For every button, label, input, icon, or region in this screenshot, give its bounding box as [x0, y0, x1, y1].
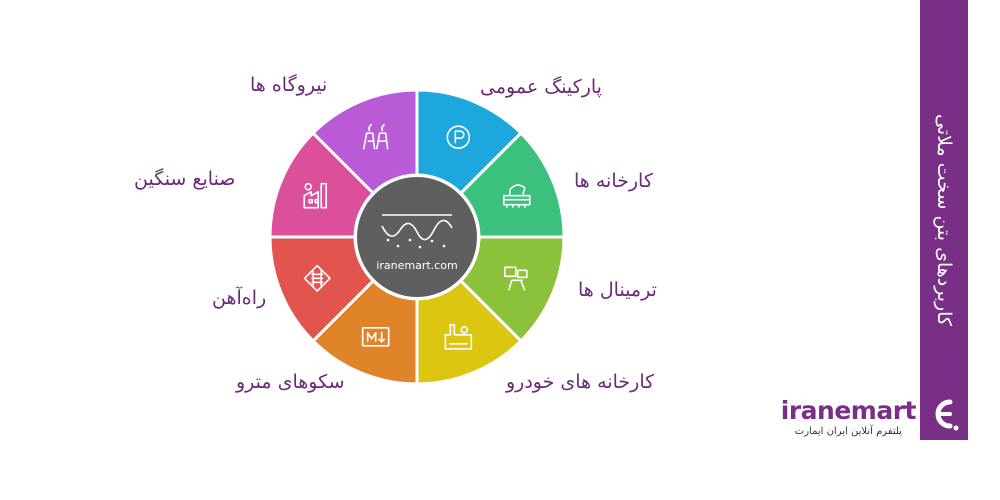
side-title: کاربردهای بتن سخت ملاتی [933, 113, 955, 327]
label-metro-platforms: سکوهای مترو [236, 371, 345, 393]
heavy-industry-icon [303, 182, 328, 209]
railway-icon [303, 264, 331, 292]
power-plant-icon [362, 123, 389, 150]
brand-logo [920, 392, 968, 436]
brand-name: iranemart [780, 396, 917, 425]
terminal-icon [503, 266, 528, 291]
brand-logo-icon [935, 399, 959, 431]
brand-subtitle: پلتفرم آنلاین ایران ایمارت [794, 426, 902, 437]
parking-icon [446, 125, 471, 150]
label-public-parking: پارکینگ عمومی [480, 76, 602, 98]
label-car-factories: کارخانه های خودرو [506, 371, 655, 393]
factory-icon [502, 184, 531, 208]
label-factories: کارخانه ها [574, 170, 653, 192]
label-heavy-industry: صنایع سنگین [134, 168, 236, 190]
concrete-layer-icon [381, 214, 453, 249]
label-railway: راه‌آهن [212, 287, 267, 309]
center-hub [357, 177, 477, 297]
label-power-plants: نیروگاه ها [250, 74, 328, 96]
car-factory-icon [444, 323, 473, 350]
center-text: iranemart.com [376, 259, 457, 272]
label-terminals: ترمینال ها [578, 279, 657, 301]
metro-icon [361, 326, 390, 347]
side-title-bar: کاربردهای بتن سخت ملاتی [920, 0, 968, 440]
brand-block: iranemart پلتفرم آنلاین ایران ایمارت [780, 396, 917, 437]
